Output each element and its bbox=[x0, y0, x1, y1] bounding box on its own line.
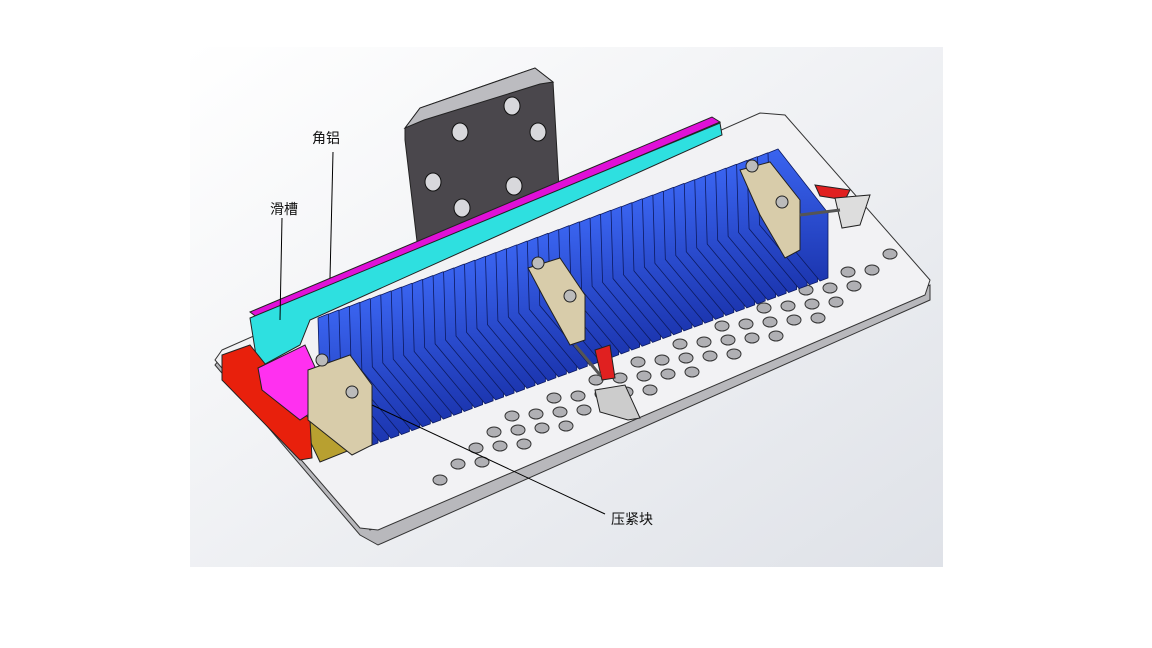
mounting-hole bbox=[840, 266, 856, 278]
mounting-holes bbox=[432, 248, 898, 486]
label-slide-rail: 滑槽 bbox=[270, 202, 298, 218]
mounting-hole bbox=[762, 316, 778, 328]
mounting-hole bbox=[672, 338, 688, 350]
mounting-hole bbox=[846, 280, 862, 292]
mounting-hole bbox=[570, 390, 586, 402]
mounting-hole bbox=[468, 442, 484, 454]
mounting-hole bbox=[558, 420, 574, 432]
end-block bbox=[221, 344, 313, 461]
mounting-hole bbox=[678, 352, 694, 364]
angle-aluminum-leader bbox=[329, 151, 334, 279]
mounting-hole bbox=[714, 320, 730, 332]
mounting-hole bbox=[636, 370, 652, 382]
mounting-hole bbox=[486, 426, 502, 438]
callout-lines bbox=[279, 151, 606, 515]
mounting-hole bbox=[432, 474, 448, 486]
mounting-hole bbox=[660, 368, 676, 380]
back-plate-holes bbox=[424, 96, 547, 218]
mounting-hole bbox=[642, 384, 658, 396]
mounting-hole bbox=[696, 336, 712, 348]
mounting-hole bbox=[720, 334, 736, 346]
mounting-hole bbox=[492, 440, 508, 452]
mounting-hole bbox=[864, 264, 880, 276]
mounting-hole bbox=[516, 438, 532, 450]
clamp-blocks bbox=[307, 159, 801, 456]
mounting-hole bbox=[882, 248, 898, 260]
mounting-hole bbox=[828, 296, 844, 308]
mounting-hole bbox=[504, 410, 520, 422]
mounting-hole bbox=[786, 314, 802, 326]
mounting-hole bbox=[630, 356, 646, 368]
mounting-hole bbox=[528, 408, 544, 420]
mounting-hole bbox=[822, 282, 838, 294]
mounting-hole bbox=[576, 404, 592, 416]
toggle-clamps bbox=[573, 184, 871, 421]
mounting-hole bbox=[738, 318, 754, 330]
label-angle-aluminum: 角铝 bbox=[312, 131, 340, 147]
mounting-hole bbox=[780, 300, 796, 312]
label-clamp-block: 压紧块 bbox=[611, 512, 653, 528]
mounting-hole bbox=[702, 350, 718, 362]
mounting-hole bbox=[726, 348, 742, 360]
mounting-hole bbox=[744, 332, 760, 344]
mounting-hole bbox=[546, 392, 562, 404]
mounting-hole bbox=[510, 424, 526, 436]
mounting-hole bbox=[552, 406, 568, 418]
mounting-hole bbox=[756, 302, 772, 314]
mounting-hole bbox=[684, 366, 700, 378]
mounting-hole bbox=[768, 330, 784, 342]
mounting-hole bbox=[450, 458, 466, 470]
mounting-hole bbox=[810, 312, 826, 324]
mounting-hole bbox=[804, 298, 820, 310]
slide-rail-leader bbox=[279, 217, 283, 321]
mounting-hole bbox=[534, 422, 550, 434]
mounting-hole bbox=[654, 354, 670, 366]
clamp-block-leader bbox=[371, 404, 606, 515]
